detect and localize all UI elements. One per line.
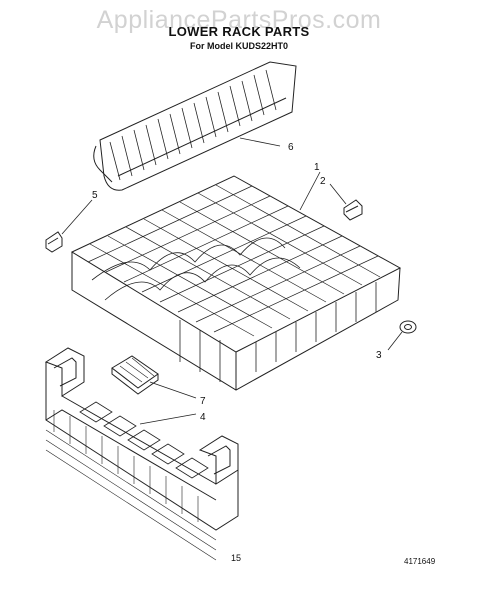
part-2-rack-clip (343, 199, 363, 221)
callout-4: 4 (200, 412, 206, 423)
leader-line-7 (149, 381, 197, 399)
leader-line-1 (299, 171, 321, 211)
leader-line-2 (329, 183, 347, 205)
leader-line-3 (387, 331, 403, 351)
callout-5: 5 (92, 190, 98, 201)
part-4-silverware-basket (44, 347, 239, 561)
part-6-rack-tine-panel (93, 61, 297, 191)
callout-6: 6 (288, 142, 294, 153)
leader-line-5 (61, 199, 93, 235)
document-number: 4171649 (404, 557, 436, 566)
leader-line-4 (139, 413, 197, 425)
callout-3: 3 (376, 350, 382, 361)
part-1-lower-rack (70, 175, 402, 391)
part-3-roller-wheel (399, 320, 417, 334)
model-subtitle: For Model KUDS22HT0 (189, 41, 288, 51)
callout-1: 1 (314, 162, 320, 173)
callout-2: 2 (320, 176, 326, 187)
leader-line-6 (239, 137, 281, 147)
page-title: LOWER RACK PARTS (168, 24, 310, 39)
watermark: AppliancePartsPros.com (96, 6, 382, 34)
callout-7: 7 (200, 396, 206, 407)
part-5-clip (45, 231, 63, 253)
part-7-basket-cover (111, 355, 159, 395)
page-number: 15 (231, 553, 242, 563)
